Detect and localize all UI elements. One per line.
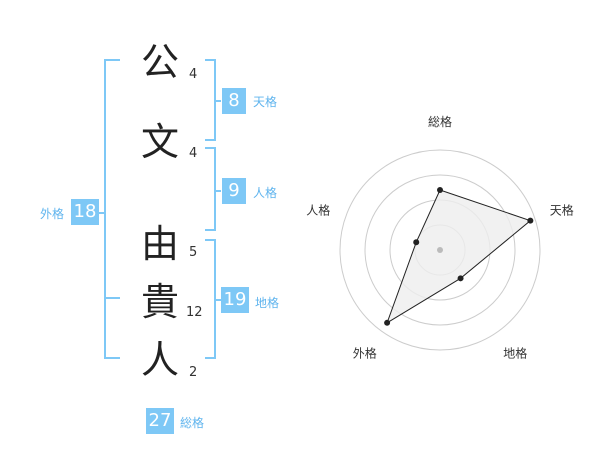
name-char-2: 文 (140, 120, 179, 164)
stroke-count-3: 5 (189, 245, 198, 260)
radar-axis-label: 人格 (306, 202, 330, 217)
stroke-count-1: 4 (189, 67, 198, 82)
radar-point-5 (413, 239, 420, 246)
stroke-count-4: 12 (186, 305, 203, 320)
radar-area (386, 189, 532, 324)
stroke-count-5: 2 (189, 365, 198, 380)
gaikaku-label: 外格 (40, 207, 65, 221)
tenkaku-value: 8 (222, 88, 246, 114)
radar-axis-label: 天格 (550, 202, 574, 217)
radar-point-2 (527, 217, 534, 224)
jinkaku-bracket (205, 147, 216, 231)
name-char-3: 由 (140, 222, 179, 266)
grid-ring (339, 149, 541, 351)
soukaku-label: 総格 (180, 416, 205, 430)
grid-ring (364, 174, 516, 326)
radar-point-1 (437, 187, 443, 193)
jinkaku-value: 9 (222, 178, 246, 204)
name-char-4: 貴 (140, 280, 179, 324)
name-char-5: 人 (140, 338, 179, 382)
stroke-count-2: 4 (189, 146, 198, 161)
bracket-lines (95, 59, 221, 359)
radar-axis-label: 外格 (353, 346, 377, 361)
gaikaku-value: 18 (71, 199, 99, 225)
chikaku-bracket (205, 239, 216, 359)
soukaku-value: 27 (146, 408, 174, 434)
radar-point-3 (457, 275, 464, 282)
name-char-1: 公 (140, 40, 179, 84)
chikaku-value: 19 (221, 287, 249, 313)
gaikaku-bracket (104, 59, 120, 359)
radar-point-4 (384, 319, 391, 326)
radar-axis-label: 地格 (503, 346, 527, 361)
tenkaku-bracket (205, 59, 216, 141)
radar-axis-label: 総格 (428, 114, 452, 129)
tenkaku-label: 天格 (253, 95, 278, 109)
jinkaku-label: 人格 (253, 186, 278, 200)
chikaku-label: 地格 (255, 296, 280, 310)
radar-center (437, 247, 443, 253)
